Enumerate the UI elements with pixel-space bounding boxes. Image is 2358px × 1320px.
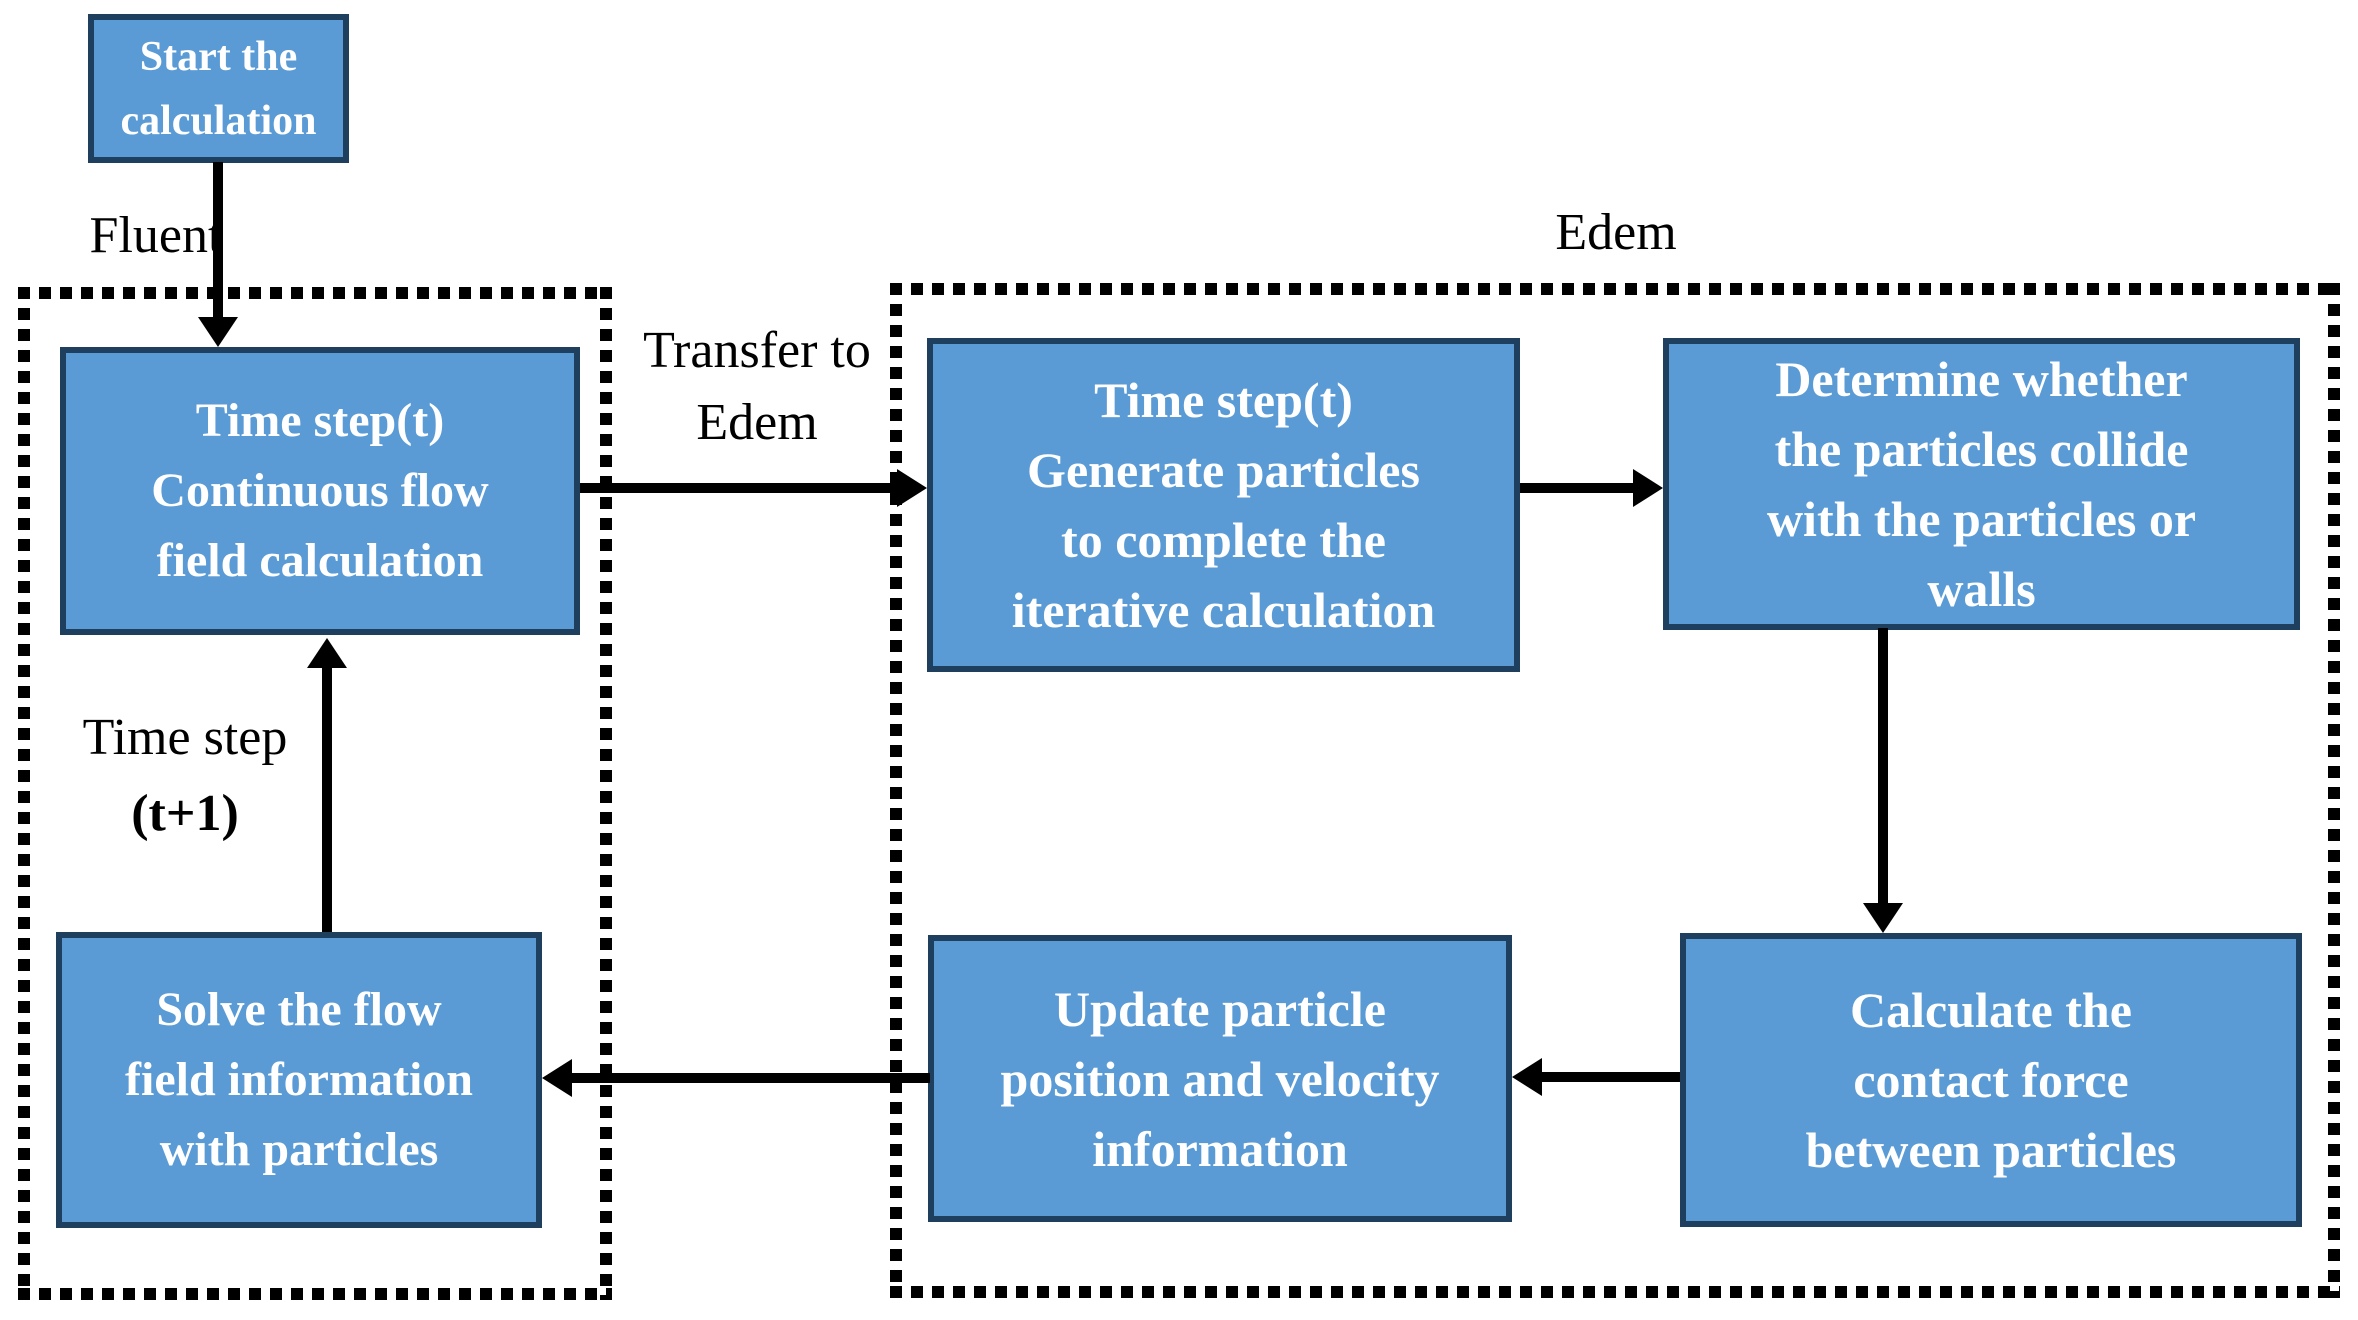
- next-time-step-label: Time step (t+1): [35, 700, 335, 852]
- arrow-head-down-icon: [198, 317, 238, 347]
- transfer-to-edem-label: Transfer to Edem: [602, 315, 912, 459]
- edem-determine-collision-box-text: with the particles or: [1766, 491, 2197, 547]
- edem-generate-particles-box-text: to complete the: [1061, 512, 1386, 568]
- arrow-line: [213, 162, 223, 320]
- fluent-timestep-box: Time step(t) Continuous flow field calcu…: [60, 347, 580, 635]
- edem-generate-particles-box-text: iterative calculation: [1011, 582, 1436, 638]
- arrow-head-right-icon: [1633, 469, 1663, 507]
- edem-determine-collision-box-text: Determine whether: [1775, 351, 2188, 407]
- edem-contact-force-box-text: between particles: [1805, 1122, 2177, 1178]
- edem-region-border-bottom: [890, 1286, 2340, 1298]
- edem-region-border-right: [2328, 283, 2340, 1298]
- next-time-step-label-line: Time step: [82, 709, 288, 766]
- arrow-line: [580, 483, 900, 493]
- arrow-head-right-icon: [897, 469, 927, 507]
- edem-region-label: Edem: [1555, 204, 1677, 261]
- edem-generate-particles-box: Time step(t) Generate particles to compl…: [927, 338, 1520, 672]
- edem-update-particle-box-text: position and velocity: [1000, 1050, 1440, 1107]
- fluent-solve-flow-field-box-text: field information: [125, 1053, 473, 1106]
- arrow-line: [1520, 483, 1636, 493]
- fluent-timestep-box-text: Time step(t): [195, 394, 445, 447]
- fluent-timestep-box-text: field calculation: [156, 534, 484, 587]
- arrow-line: [322, 666, 332, 932]
- start-calculation-box-text: Start the: [139, 33, 298, 80]
- edem-contact-force-box-text: contact force: [1853, 1052, 2129, 1108]
- arrow-head-up-icon: [307, 638, 347, 668]
- fluent-region-label: Fluent: [89, 207, 223, 264]
- edem-determine-collision-box-text: walls: [1927, 561, 2036, 617]
- transfer-to-edem-label-line: Transfer to: [643, 322, 871, 379]
- fluent-solve-flow-field-box-text: Solve the flow: [156, 983, 442, 1036]
- arrow-line: [1540, 1072, 1680, 1082]
- arrow-head-left-icon: [1512, 1058, 1542, 1096]
- edem-determine-collision-box: Determine whether the particles collide …: [1663, 338, 2300, 630]
- arrow-line: [1878, 628, 1888, 906]
- arrow-head-left-icon: [542, 1059, 572, 1097]
- fluent-solve-flow-field-box: Solve the flow field information with pa…: [56, 932, 542, 1228]
- arrow-head-down-icon: [1863, 903, 1903, 933]
- edem-region-border-top: [890, 283, 2340, 295]
- edem-update-particle-box-text: information: [1092, 1120, 1348, 1177]
- edem-generate-particles-box-text: Generate particles: [1027, 442, 1420, 498]
- arrow-line: [570, 1073, 930, 1083]
- fluent-region-border-left: [18, 287, 30, 1300]
- start-calculation-box-text: calculation: [120, 97, 317, 144]
- edem-update-particle-box-text: Update particle: [1054, 980, 1386, 1037]
- edem-generate-particles-box-text: Time step(t): [1094, 372, 1353, 428]
- fluent-region-border-bottom: [18, 1288, 612, 1300]
- fluent-region-border-top: [18, 287, 612, 299]
- transfer-to-edem-label-line: Edem: [696, 394, 818, 451]
- edem-update-particle-box: Update particle position and velocity in…: [928, 935, 1512, 1222]
- next-time-step-label-line: (t+1): [131, 785, 239, 842]
- edem-region-border-left: [890, 283, 902, 1298]
- fluent-region-border: [18, 287, 612, 1300]
- fluent-region-border-right: [600, 287, 612, 1300]
- edem-contact-force-box-text: Calculate the: [1850, 982, 2132, 1038]
- fluent-solve-flow-field-box-text: with particles: [159, 1123, 439, 1176]
- fluent-timestep-box-text: Continuous flow: [151, 464, 489, 517]
- edem-region-border: [890, 283, 2340, 1298]
- edem-determine-collision-box-text: the particles collide: [1774, 421, 2189, 477]
- edem-contact-force-box: Calculate the contact force between part…: [1680, 933, 2302, 1227]
- start-calculation-box: Start the calculation: [88, 14, 349, 163]
